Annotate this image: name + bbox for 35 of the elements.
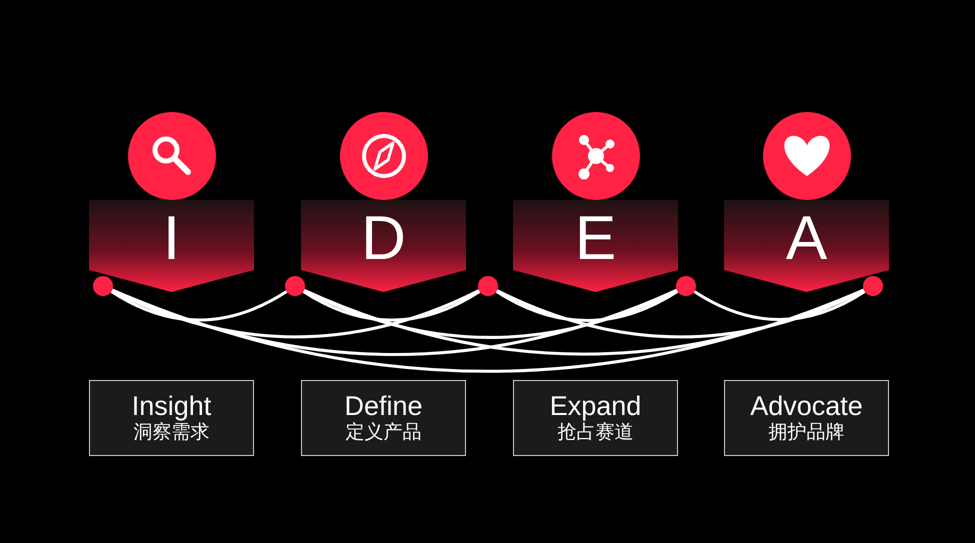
stage-subtitle: 洞察需求 bbox=[134, 421, 210, 444]
curve-connector bbox=[496, 290, 678, 322]
chevron-banner bbox=[724, 200, 889, 292]
curve-connector bbox=[496, 289, 865, 338]
stage-title: Advocate bbox=[750, 392, 863, 422]
stage-subtitle: 定义产品 bbox=[346, 421, 422, 444]
connector-dot bbox=[93, 276, 113, 296]
curve-connector bbox=[110, 290, 288, 322]
chevron-banner bbox=[89, 200, 254, 292]
curve-connector bbox=[304, 288, 864, 356]
connector-dot bbox=[863, 276, 883, 296]
chevron-banner bbox=[301, 200, 466, 292]
curve-connector bbox=[302, 290, 480, 322]
connector-dot bbox=[285, 276, 305, 296]
connector-dot bbox=[676, 276, 696, 296]
curve-connector bbox=[112, 288, 864, 373]
letter: I bbox=[162, 208, 180, 270]
connector-dot bbox=[478, 276, 498, 296]
letter: A bbox=[786, 208, 828, 270]
label-box bbox=[724, 380, 889, 456]
curve-connector bbox=[694, 290, 866, 322]
label-box bbox=[89, 380, 254, 456]
stage-subtitle: 抢占赛道 bbox=[558, 421, 634, 444]
chevron-banner bbox=[513, 200, 678, 292]
label-box bbox=[301, 380, 466, 456]
letter: E bbox=[574, 208, 616, 270]
curve-connector bbox=[112, 288, 678, 356]
curve-connector bbox=[303, 289, 678, 339]
curve-connector bbox=[111, 289, 480, 338]
label-box bbox=[513, 380, 678, 456]
stage-title: Define bbox=[344, 392, 423, 422]
letter: D bbox=[361, 208, 406, 270]
stage-title: Insight bbox=[132, 392, 212, 422]
stage-subtitle: 拥护品牌 bbox=[768, 421, 844, 444]
stage-title: Expand bbox=[550, 392, 642, 422]
